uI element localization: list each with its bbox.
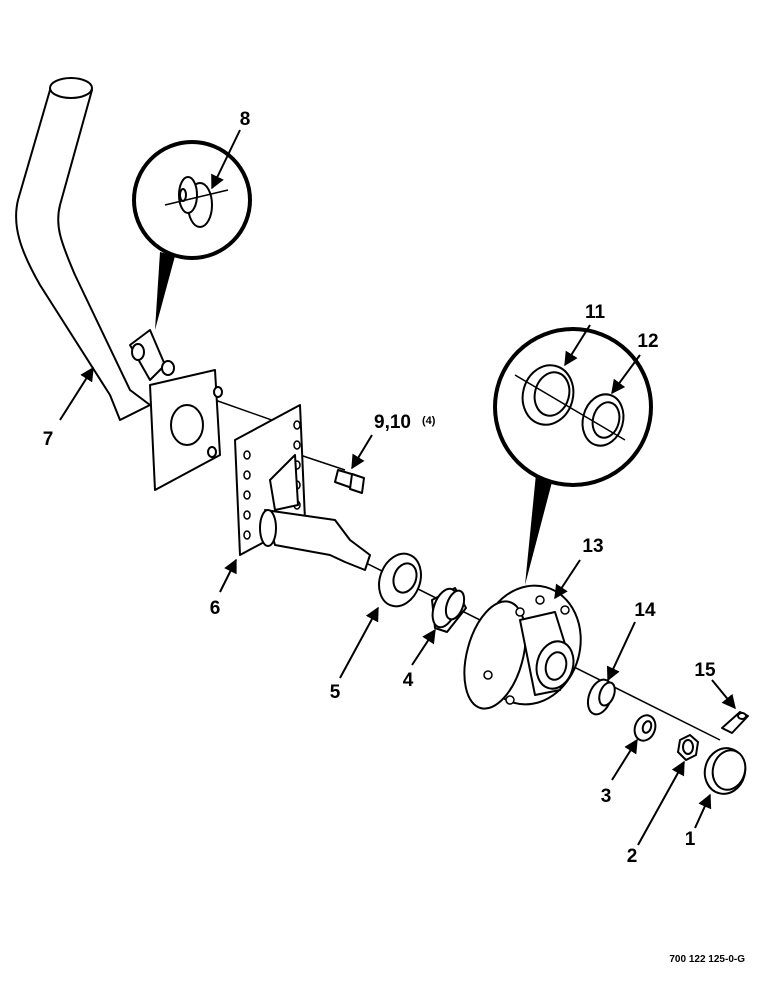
leader-13 [554,559,581,600]
leader-12 [611,354,641,395]
leader-14 [606,621,636,682]
part-9-10-bolt [334,469,365,494]
callout-8: 8 [240,109,251,130]
leader-3 [611,738,638,781]
part-15-cotter-pin [721,711,749,734]
part-13-hub [463,584,582,710]
document-number: 700 122 125-0-G [669,954,745,965]
part-3-washer [633,714,657,742]
callout-11: 11 [585,302,606,323]
callout-1: 1 [685,829,696,850]
callout-14: 14 [634,600,656,621]
leader-9-10 [351,434,373,470]
callout-9-10-quantity: (4) [422,415,436,427]
detail-11-12-cups [493,327,653,585]
callout-4: 4 [403,670,414,691]
callout-3: 3 [601,786,612,807]
part-5-seal [378,552,422,608]
callout-7: 7 [43,429,54,450]
callout-6: 6 [210,598,221,619]
callout-13: 13 [582,536,603,557]
part-1-dust-cap [703,747,747,795]
callout-5: 5 [330,682,341,703]
part-4-bearing-cone [431,587,467,633]
callout-9-10: 9,10 [374,412,411,433]
callout-15: 15 [694,660,716,681]
callout-labels: 8 7 9,10 (4) 6 5 4 13 11 12 14 15 3 2 1 [43,109,716,867]
leader-7 [59,366,94,421]
leader-4 [411,628,436,666]
leader-6 [219,558,237,593]
leader-15 [711,679,736,710]
leader-5 [339,606,379,679]
part-2-castle-nut [677,734,699,761]
leader-lines [59,129,736,846]
part-7-arm-tube [15,77,223,491]
leader-8 [211,129,241,190]
part-14-bearing-cone [586,678,616,716]
leader-1 [694,793,712,829]
part-6-spindle [234,404,371,571]
leader-2 [637,760,685,846]
callout-2: 2 [627,846,638,867]
leader-11 [564,324,591,367]
callout-12: 12 [637,331,658,352]
detail-8-bushing [132,140,252,330]
